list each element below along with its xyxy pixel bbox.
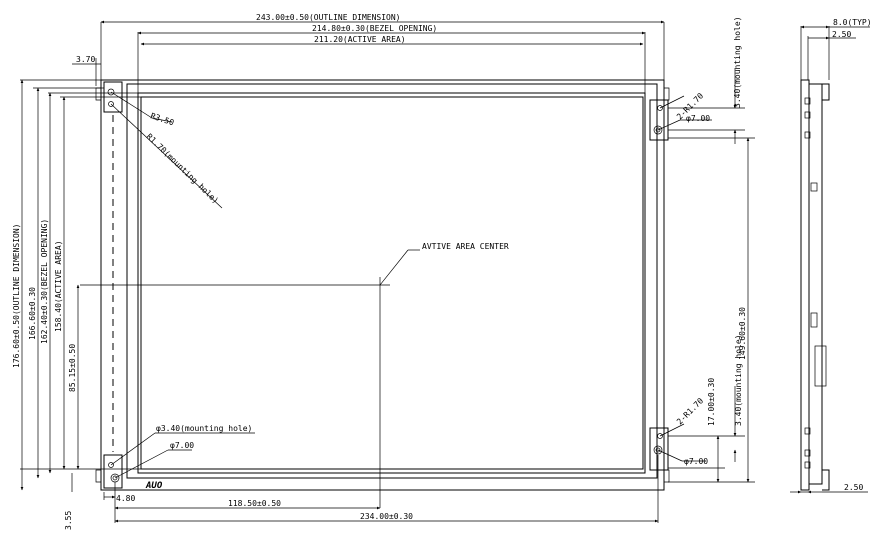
hole-offset-label: 4.80: [116, 494, 135, 503]
outline-width-label: 243.00±0.50(OUTLINE DIMENSION): [256, 13, 401, 22]
phi700-left-label: φ7.00: [170, 441, 194, 450]
top-dimensions: 243.00±0.50(OUTLINE DIMENSION) 214.80±0.…: [72, 13, 665, 93]
mount-bracket-bottom-left: [103, 454, 123, 489]
center-x-label: 118.50±0.50: [228, 499, 281, 508]
center-y-label: 85.15±0.50: [68, 344, 77, 392]
r350-label: R3.50: [149, 111, 175, 127]
mount-340-top-label: 3.40(mounting hole): [733, 16, 742, 108]
front-view: [80, 79, 670, 508]
auo-brand: AUO: [145, 481, 163, 491]
bottom-dimensions: 234.00±0.30 118.50±0.50 4.80: [103, 455, 659, 523]
r170-label: R1.70(mounting hole): [145, 132, 221, 205]
left-margin-label: 3.70: [76, 55, 95, 64]
bottom-margin-label: 3.55: [64, 511, 73, 530]
side-top-250-label: 2.50: [832, 30, 851, 39]
mount-spacing-x-label: 234.00±0.30: [360, 512, 413, 521]
left-callouts: R3.50 R1.70(mounting hole) φ3.40(mountin…: [110, 91, 255, 491]
mount-spacing-y-label: 149.60±0.30: [738, 307, 747, 360]
side-bottom-250-label: 2.50: [844, 483, 863, 492]
side-view: 8.0(TYP) 2.50 2.50: [790, 18, 872, 494]
bezel-height-label: 162.40±0.30(BEZEL OPENING): [40, 219, 49, 344]
mount-340-bottom-label: 3.40(mounting hole): [734, 334, 743, 426]
phi340-label: φ3.40(mounting hole): [156, 424, 252, 433]
active-width-label: 211.20(ACTIVE AREA): [314, 35, 406, 44]
bezel-opening: [137, 92, 646, 474]
active-center-label: AVTIVE AREA CENTER: [422, 242, 509, 251]
thickness-typ-label: 8.0(TYP): [833, 18, 872, 27]
mount-bracket-bottom-right: [649, 427, 669, 471]
outline-height-2-label: 166.60±0.30: [28, 287, 37, 340]
outline-height-label: 176.60±0.50(OUTLINE DIMENSION): [12, 224, 21, 369]
bezel-width-label: 214.80±0.30(BEZEL OPENING): [312, 24, 437, 33]
left-dimensions: 176.60±0.50(OUTLINE DIMENSION) 166.60±0.…: [12, 79, 141, 530]
two-r170-bottom-label: 2-R1.70: [675, 396, 705, 426]
phi700-top-right-label: φ7.00: [686, 114, 710, 123]
bezel-frame: [126, 83, 658, 479]
mount-bracket-top-right: [649, 99, 669, 141]
phi700-bottom-right-label: φ7.00: [684, 457, 708, 466]
active-area: [140, 96, 644, 470]
active-height-label: 158.40(ACTIVE AREA): [54, 240, 63, 332]
mount-bracket-top-left: [103, 81, 123, 113]
right-1700-label: 17.00±0.30: [707, 378, 716, 426]
right-callouts: 2-R1.70 φ7.00 2-R1.70 φ7.00 3.40(mountin…: [657, 16, 755, 483]
